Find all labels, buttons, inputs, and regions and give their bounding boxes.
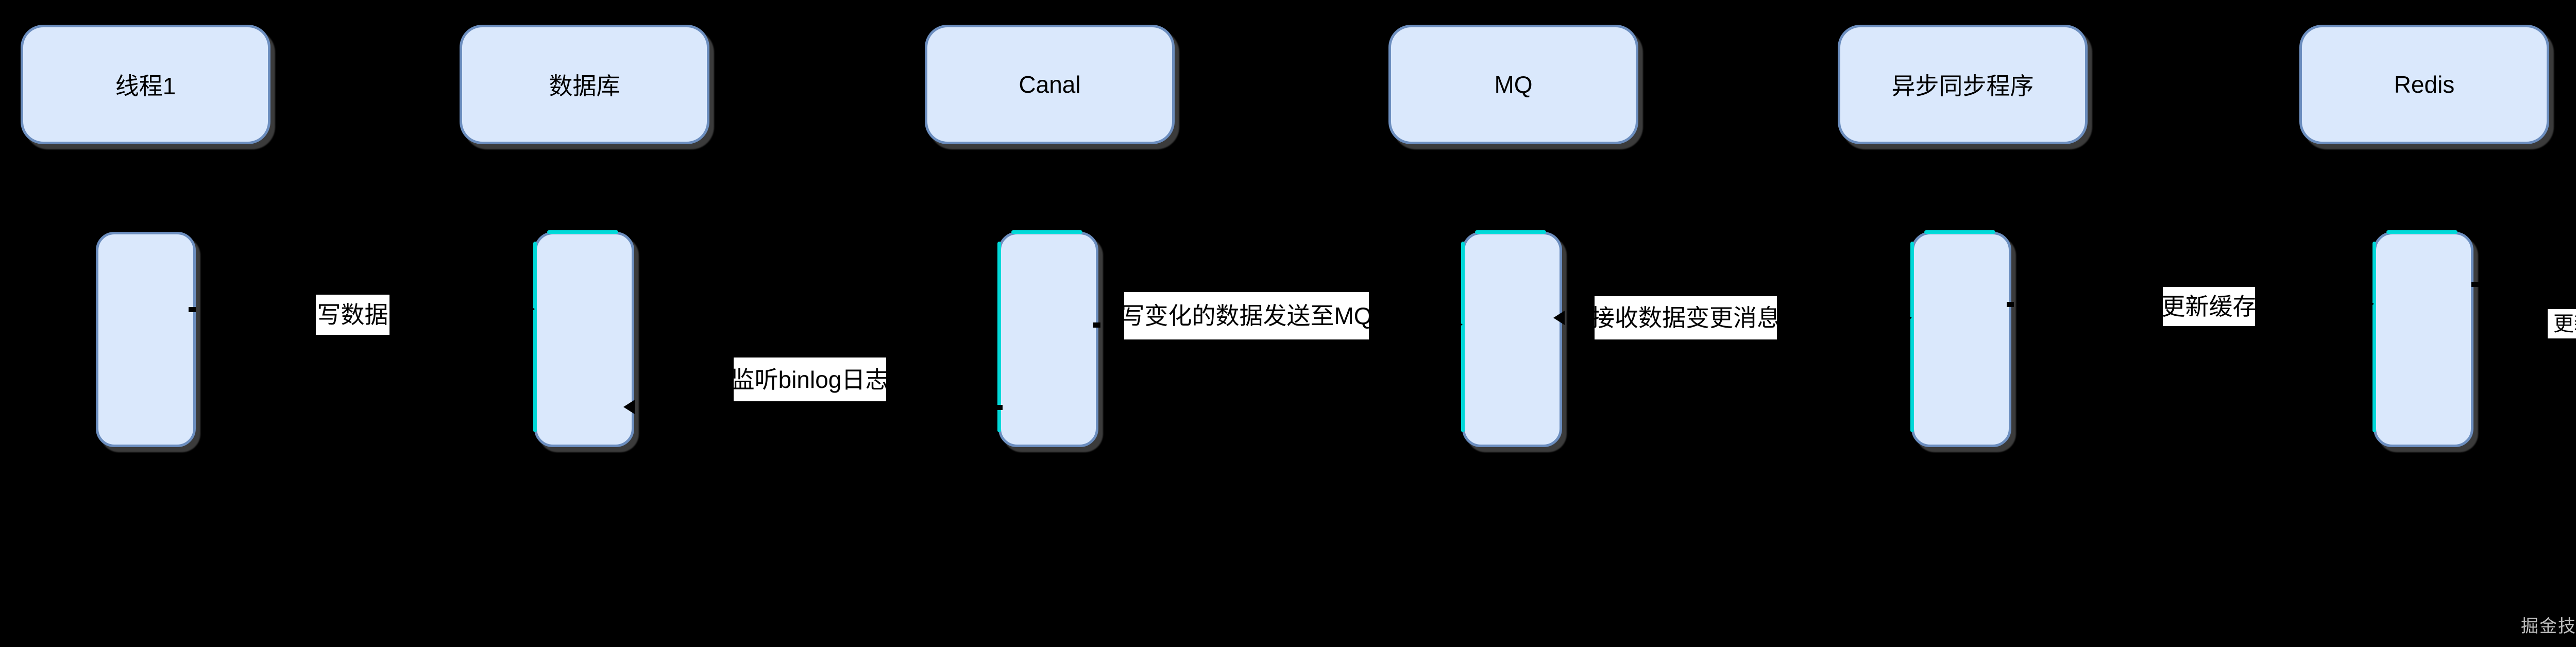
arrowhead-write-data xyxy=(523,302,535,316)
participant-box-database[interactable]: 数据库 xyxy=(460,25,709,144)
activation-bar-mq[interactable] xyxy=(1461,230,1562,447)
activation-bar-canal[interactable] xyxy=(997,230,1098,447)
arrowhead-update-cache xyxy=(2363,297,2374,311)
message-label-receive-change[interactable]: 接收数据变更消息 xyxy=(1591,296,1781,339)
participant-box-syncer[interactable]: 异步同步程序 xyxy=(1838,25,2088,144)
arrow-stub-send-to-mq xyxy=(1093,322,1100,328)
message-label-update-cache-self[interactable]: 更新缓存 xyxy=(2548,309,2576,338)
message-label-listen-binlog[interactable]: 监听binlog日志 xyxy=(731,357,889,401)
arrowhead-receive-change xyxy=(1901,311,1912,325)
message-label-send-to-mq[interactable]: 写变化的数据发送至MQ xyxy=(1121,292,1372,339)
activation-bar-syncer[interactable] xyxy=(1910,230,2011,447)
participant-box-mq[interactable]: MQ xyxy=(1388,25,1638,144)
participant-label: MQ xyxy=(1494,71,1533,98)
arrowhead-send-to-mq xyxy=(1451,317,1463,332)
arrow-stub-write-data xyxy=(189,307,196,312)
participant-label: 异步同步程序 xyxy=(1891,73,2034,99)
watermark: 掘金技术社区 @ 卑谦 xyxy=(2521,617,2576,636)
participant-label: 数据库 xyxy=(549,73,620,99)
participant-label: 线程1 xyxy=(115,73,176,99)
message-label-update-cache[interactable]: 更新缓存 xyxy=(2162,287,2257,326)
participant-box-thread1[interactable]: 线程1 xyxy=(21,25,270,144)
participant-label: Redis xyxy=(2394,71,2455,98)
message-label-write-data[interactable]: 写数据 xyxy=(316,295,389,335)
activation-bar-thread1[interactable] xyxy=(96,232,196,447)
activation-bar-redis[interactable] xyxy=(2372,230,2473,447)
arrow-stub-self-message xyxy=(2471,282,2479,287)
arrowhead-listen-binlog xyxy=(623,400,635,414)
arrow-stub-update-cache xyxy=(2007,302,2014,307)
arrowhead-receive-change-back xyxy=(1553,311,1565,325)
activation-bar-database[interactable] xyxy=(533,230,634,447)
participant-label: Canal xyxy=(1019,71,1081,98)
participant-box-redis[interactable]: Redis xyxy=(2299,25,2549,144)
participant-box-canal[interactable]: Canal xyxy=(925,25,1175,144)
arrow-stub-listen-binlog xyxy=(995,405,1003,410)
